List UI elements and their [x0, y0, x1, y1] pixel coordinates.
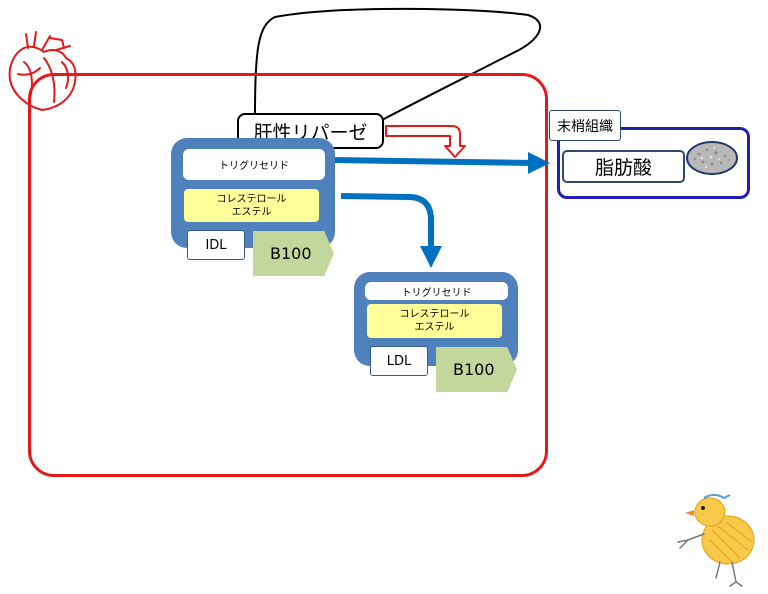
ldl-type-label: LDL	[386, 353, 412, 369]
peripheral-tissue-label: 末梢組織	[557, 118, 613, 135]
ldl-apoprotein-label: B100	[453, 360, 495, 379]
idl-to-ldl-arrow	[340, 193, 434, 250]
lipase-action-arrow	[385, 125, 466, 158]
ldl-triglyceride: トリグリセリド	[365, 282, 508, 300]
idl-ce-line2: エステル	[231, 206, 272, 218]
ldl-cholesterol-ester: コレステロール エステル	[367, 304, 502, 338]
idl-apoprotein-label: B100	[270, 244, 312, 263]
fatty-acid-box: 脂肪酸	[562, 150, 685, 183]
fat-droplet-icon	[686, 141, 738, 175]
ldl-type-box: LDL	[370, 346, 428, 376]
idl-type-box: IDL	[187, 230, 245, 260]
to-tissue-arrowhead	[528, 152, 550, 174]
idl-type-label: IDL	[205, 237, 227, 253]
blood-vessel	[28, 73, 548, 477]
heart-icon	[8, 31, 77, 111]
idl-triglyceride: トリグリセリド	[183, 149, 325, 180]
fatty-acid-label: 脂肪酸	[594, 157, 652, 179]
ldl-triglyceride-label: トリグリセリド	[401, 287, 472, 299]
idl-apoprotein: B100	[253, 231, 334, 276]
ldl-ce-line1: コレステロール	[399, 309, 470, 320]
ldl-apoprotein: B100	[436, 347, 517, 392]
peripheral-tissue-tag: 末梢組織	[549, 110, 621, 141]
ldl-ce-line2: エステル	[414, 322, 455, 333]
enzyme-loop-line	[254, 7, 541, 121]
idl-to-ldl-arrowhead	[420, 246, 442, 268]
idl-triglyceride-label: トリグリセリド	[219, 161, 289, 172]
to-tissue-arrow	[332, 157, 536, 166]
idl-ce-line1: コレステロール	[216, 193, 287, 205]
idl-cholesterol-ester: コレステロール エステル	[184, 189, 319, 222]
chick-icon	[677, 494, 755, 587]
